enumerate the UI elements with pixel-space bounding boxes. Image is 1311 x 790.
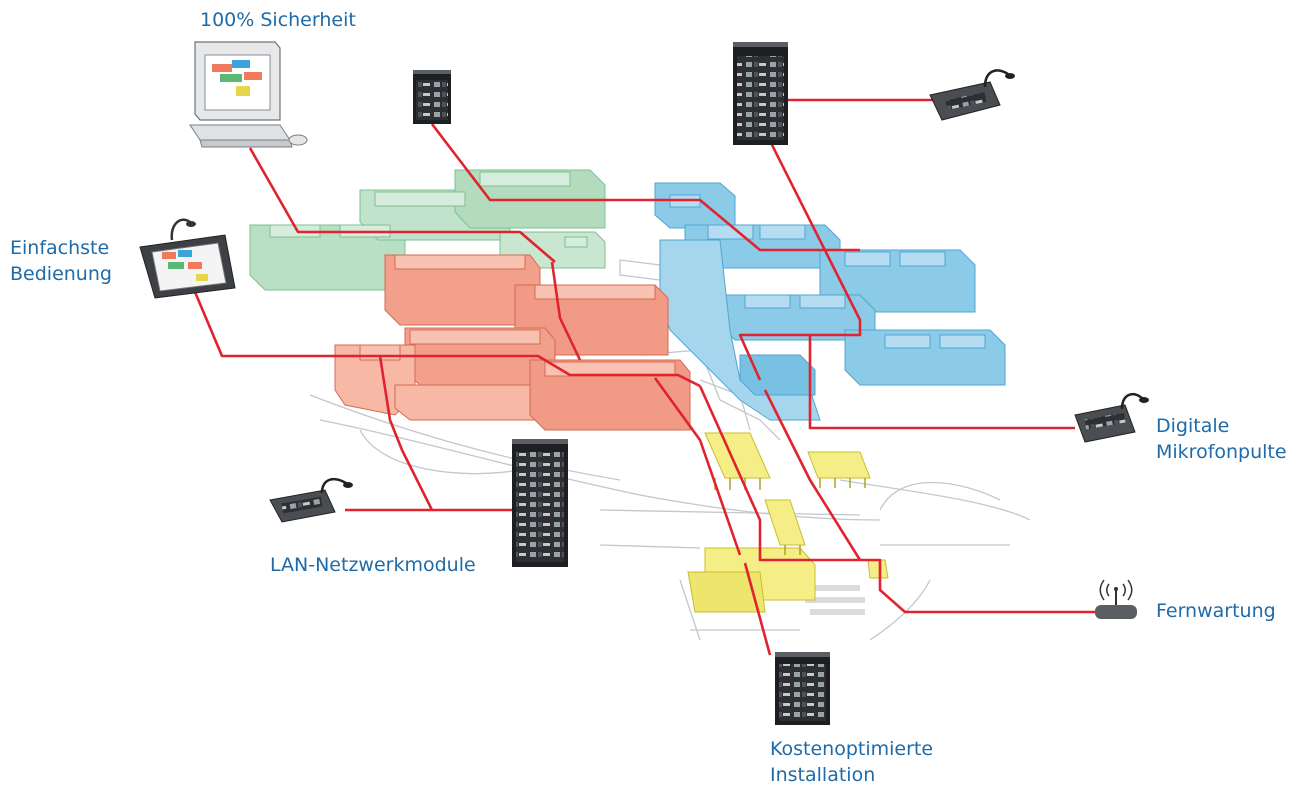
label-network: LAN-Netzwerkmodule (270, 554, 476, 576)
yellow-buildings (687, 432, 889, 613)
label-install-line1: Kostenoptimierte (770, 738, 934, 760)
rack-cabinet-icon (512, 439, 568, 567)
microphone-desk-icon (269, 477, 353, 523)
label-security: 100% Sicherheit (200, 9, 356, 31)
label-operation-line1: Einfachste (10, 237, 110, 259)
rack-cabinet-icon (775, 652, 830, 725)
label-mic-line1: Digitale (1156, 415, 1230, 437)
label-mic-line2: Mikrofonpulte (1156, 441, 1287, 463)
green-buildings (249, 169, 606, 291)
blue-buildings (654, 182, 1006, 421)
computer-monitor-icon (189, 41, 308, 148)
touch-panel-icon (139, 218, 236, 299)
label-operation-line2: Bedienung (10, 263, 112, 285)
label-remote: Fernwartung (1156, 600, 1276, 622)
wifi-router-icon (1095, 579, 1137, 619)
microphone-desk-icon (1074, 393, 1149, 443)
rack-cabinet-icon (413, 70, 451, 124)
microphone-desk-icon (929, 69, 1015, 121)
label-install-line2: Installation (770, 764, 876, 786)
rack-cabinet-icon (733, 42, 788, 145)
parking-stripes (800, 585, 865, 615)
